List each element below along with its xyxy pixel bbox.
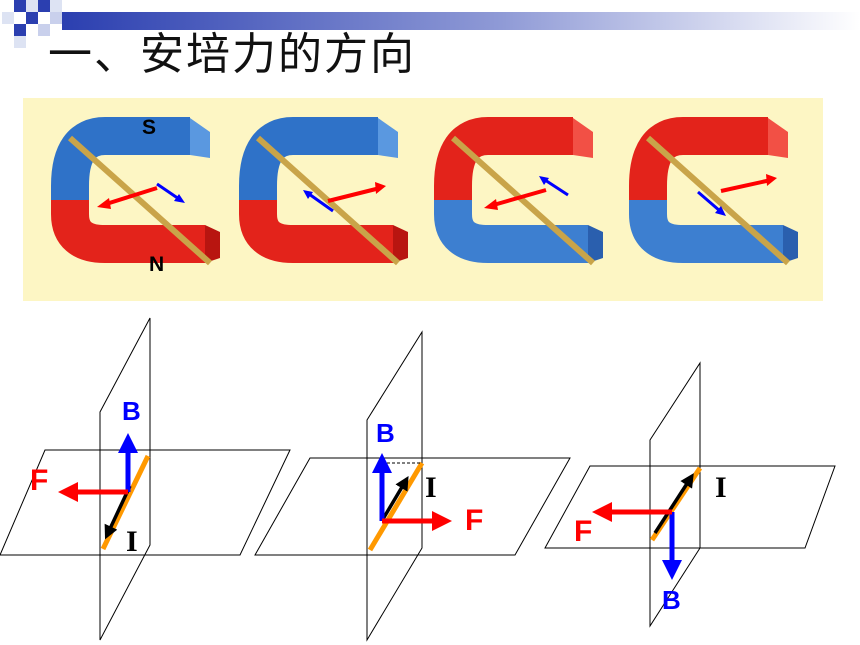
diagram-2: B F I xyxy=(254,330,571,642)
magnet-2 xyxy=(239,117,408,266)
label-f-1: F xyxy=(30,464,48,497)
corner-decoration xyxy=(2,0,62,48)
north-pole-label: N xyxy=(149,253,165,276)
diagram-3: B F I xyxy=(544,361,836,628)
label-b-3: B xyxy=(662,585,681,615)
label-b-1: B xyxy=(122,396,141,426)
label-f-2: F xyxy=(465,504,483,537)
label-i-3: I xyxy=(715,471,727,504)
magnet-1 xyxy=(51,117,220,266)
wire-2 xyxy=(367,461,425,552)
label-f-3: F xyxy=(574,515,592,548)
title-gradient-bar xyxy=(62,12,860,30)
vertical-plane-3 xyxy=(649,361,701,628)
label-b-2: B xyxy=(376,418,395,448)
horizontal-plane-3 xyxy=(544,465,836,549)
magnet-illustration-panel: S N xyxy=(23,98,823,301)
force-diagrams: B F I B F I B F I xyxy=(0,317,836,642)
horizontal-plane-2 xyxy=(254,457,571,556)
vertical-plane-2 xyxy=(366,330,423,642)
current-arrow-3 xyxy=(653,473,694,534)
label-i-1: I xyxy=(126,525,138,558)
magnet-3 xyxy=(434,117,603,266)
magnet-4 xyxy=(629,117,798,266)
diagram-1: B F I xyxy=(0,317,291,641)
south-pole-label: S xyxy=(142,116,157,139)
current-arrow-2 xyxy=(381,475,409,520)
slide-title: 一、安培力的方向 xyxy=(48,29,416,80)
vertical-plane-1 xyxy=(99,317,151,641)
label-i-2: I xyxy=(425,471,437,504)
horizontal-plane-1 xyxy=(0,449,291,556)
